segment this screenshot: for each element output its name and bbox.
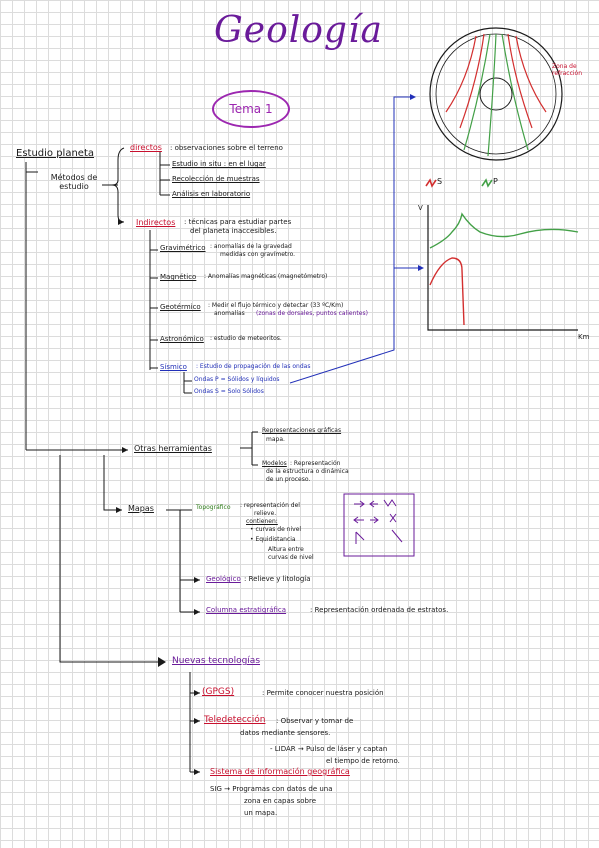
magnetico-desc: : Anomalías magnéticas (magnetómetro) bbox=[204, 273, 328, 280]
sismico-desc: : Estudio de propagación de las ondas bbox=[196, 363, 311, 370]
teledeteccion-desc-2: datos mediante sensores. bbox=[240, 729, 331, 737]
topografico-desc: : representación del bbox=[240, 502, 300, 509]
directos-item-1: Estudio in situ : en el lugar bbox=[172, 160, 266, 168]
astronomico-desc: : estudio de meteoritos. bbox=[210, 335, 282, 342]
geotermico-note: (zonas de dorsales, puntos calientes) bbox=[256, 310, 368, 317]
representaciones-label: Representaciones gráficas bbox=[262, 427, 342, 434]
magnetico-label: Magnético bbox=[160, 273, 197, 281]
gravimetrico-label: Gravimétrico bbox=[160, 244, 206, 252]
ondas-s: Ondas S = Solo Sólidos bbox=[194, 388, 264, 395]
sismico-label: Sísmico bbox=[160, 363, 187, 371]
gravimetrico-desc: : anomalías de la gravedad bbox=[210, 243, 292, 250]
page-title: Geología bbox=[214, 10, 383, 51]
directos-item-2: Recolección de muestras bbox=[172, 175, 260, 183]
geologico-label: Geológico bbox=[206, 575, 241, 583]
curvas-nivel: • curvas de nivel bbox=[250, 526, 302, 533]
metodos-node: Métodos de estudio bbox=[50, 173, 98, 192]
geotermico-desc-2: anomalías bbox=[214, 310, 245, 317]
mapas-label: Mapas bbox=[128, 504, 154, 513]
astronomico-label: Astronómico bbox=[160, 335, 204, 343]
sig-desc: SIG → Programas con datos de una bbox=[210, 785, 333, 793]
modelos-label: Modelos bbox=[262, 460, 287, 467]
modelos-desc: : Representación bbox=[290, 460, 341, 467]
equidistancia: • Equidistancia bbox=[250, 536, 296, 543]
directos-desc: : observaciones sobre el terreno bbox=[170, 144, 283, 152]
geotermico-desc: : Medir el flujo térmico y detectar (33 … bbox=[208, 302, 344, 309]
columna-label: Columna estratigráfica bbox=[206, 606, 287, 614]
legend-p: P bbox=[493, 177, 498, 186]
lidar-desc-2: el tiempo de retorno. bbox=[326, 757, 400, 765]
indirectos-desc: : técnicas para estudiar partes bbox=[184, 218, 292, 226]
sig-desc-3: un mapa. bbox=[244, 809, 278, 817]
teledeteccion-desc: : Observar y tomar de bbox=[276, 717, 354, 725]
topografico-desc-2: relieve. bbox=[254, 510, 277, 517]
axis-v-label: V bbox=[418, 204, 423, 212]
map-symbols-box bbox=[343, 493, 415, 557]
altura-entre: Altura entre bbox=[268, 546, 304, 553]
modelos-desc-2: de la estructura o dinámica bbox=[266, 468, 349, 475]
axis-km-label: Km bbox=[578, 333, 590, 341]
indirectos-label: Indirectos bbox=[136, 218, 176, 227]
teledeteccion-label: Teledetección bbox=[204, 715, 266, 725]
gpgs-desc: : Permite conocer nuestra posición bbox=[262, 689, 384, 697]
directos-item-3: Análisis en laboratorio bbox=[172, 190, 251, 198]
topografico-label: Topográfico bbox=[196, 504, 231, 511]
nuevas-tecnologias-label: Nuevas tecnologías bbox=[172, 656, 261, 666]
otras-herramientas-label: Otras herramientas bbox=[134, 444, 212, 453]
gravimetrico-desc-2: medidas con gravímetro. bbox=[220, 251, 296, 258]
curvas-de-nivel: curvas de nivel bbox=[268, 554, 314, 561]
zona-refraccion-label: Zona de refracción bbox=[552, 63, 583, 77]
root-node: Estudio planeta bbox=[16, 148, 95, 159]
columna-desc: : Representación ordenada de estratos. bbox=[310, 606, 449, 614]
representaciones-desc: mapa. bbox=[266, 436, 285, 443]
modelos-desc-3: de un proceso. bbox=[266, 476, 311, 483]
geotermico-label: Geotérmico bbox=[160, 303, 201, 311]
sig-desc-2: zona en capas sobre bbox=[244, 797, 317, 805]
geologico-desc: : Relieve y litología bbox=[244, 575, 311, 583]
ondas-p: Ondas P = Sólidos y líquidos bbox=[194, 376, 280, 383]
sig-label: Sistema de información geográfica bbox=[210, 767, 350, 776]
gpgs-label: (GPGS) bbox=[202, 687, 235, 697]
velocity-graph bbox=[425, 178, 579, 331]
lidar-desc: - LIDAR → Pulso de láser y captan bbox=[270, 745, 388, 753]
legend-s: S bbox=[437, 177, 443, 186]
indirectos-desc-2: del planeta inaccesibles. bbox=[190, 227, 277, 235]
directos-label: directos bbox=[130, 143, 162, 152]
earth-diagram bbox=[429, 27, 563, 161]
contienen-label: contienen: bbox=[246, 518, 278, 525]
tema-badge: Tema 1 bbox=[212, 90, 290, 128]
